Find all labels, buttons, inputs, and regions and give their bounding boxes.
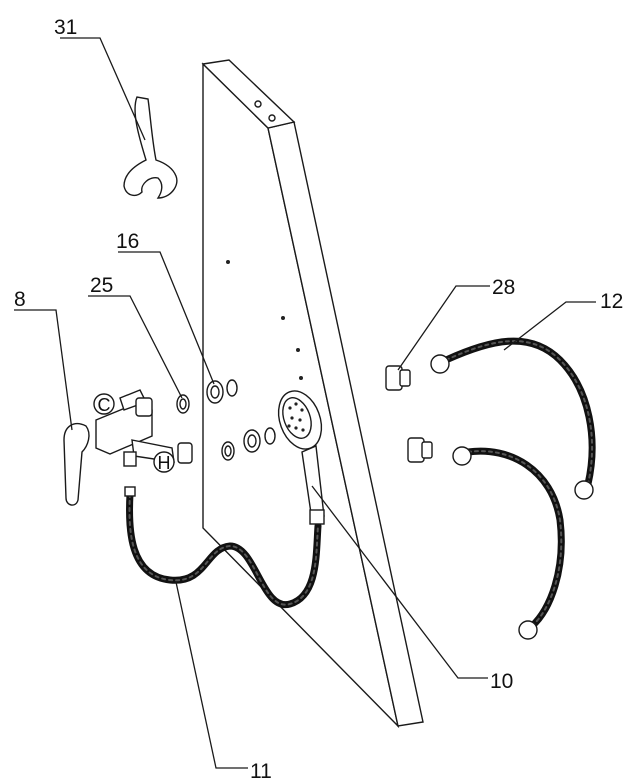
adapter-upper (385, 365, 411, 391)
hose-nut (574, 480, 594, 500)
hot-badge (153, 451, 175, 473)
panel-hole (299, 376, 303, 380)
washer-set-lower (221, 427, 276, 461)
top-hole-1 (254, 100, 262, 108)
mixer-lever (63, 422, 90, 506)
washer-hole (179, 398, 187, 410)
shower-hose (124, 486, 322, 609)
inlet-hose-upper (430, 337, 596, 500)
outlet-nipple (123, 451, 137, 467)
hot-fitting (177, 442, 193, 464)
hot-mark: H (158, 453, 171, 473)
seal-ring-hole (247, 434, 257, 448)
hose-connector (124, 486, 136, 497)
callout-11: 11 (250, 760, 272, 783)
cold-badge (93, 393, 115, 415)
callout-28: 28 (492, 276, 515, 299)
panel-hole (296, 348, 300, 352)
adapter-lower (407, 437, 433, 463)
seal-ring-hole (210, 385, 220, 399)
callout-31: 31 (54, 16, 77, 39)
panel-hole (226, 260, 230, 264)
callout-10: 10 (490, 670, 513, 693)
callout-25: 25 (90, 274, 113, 297)
inlet-hose-lower (452, 446, 565, 640)
hose-nut (452, 446, 472, 466)
cold-mark: C (98, 395, 111, 415)
callout-8: 8 (14, 288, 26, 311)
mixer-valve (63, 389, 193, 506)
top-hole-2 (268, 114, 276, 122)
hose-nut (430, 354, 450, 374)
wrench (123, 96, 178, 199)
wall-panel-top-face (201, 59, 296, 129)
panel-hole (281, 316, 285, 320)
cold-fitting (135, 397, 153, 417)
gasket (226, 379, 238, 397)
washer-set-upper (176, 379, 238, 414)
hose-nut (518, 620, 538, 640)
leader-lines (14, 37, 596, 769)
gasket (264, 427, 276, 445)
washer-hole (224, 445, 232, 457)
hand-shower-nut (309, 509, 325, 525)
callout-12: 12 (600, 290, 623, 313)
callout-16: 16 (116, 230, 139, 253)
hand-shower (277, 390, 325, 525)
shower-nozzles (287, 402, 305, 432)
